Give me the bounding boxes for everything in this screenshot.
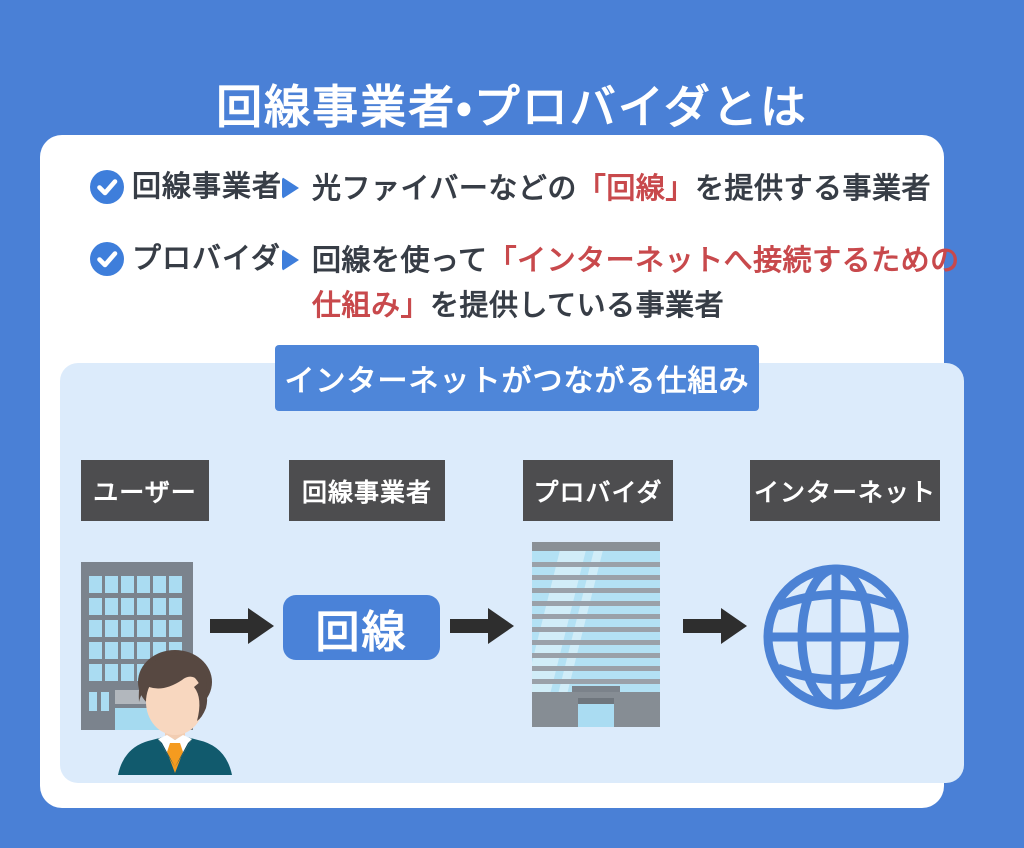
line-box-label: 回線	[315, 607, 408, 657]
line-box: 回線	[283, 595, 440, 660]
page-title: 回線事業者・プロバイダとは	[216, 80, 808, 133]
text-segment-red: 「回線」	[576, 173, 695, 205]
provider-building-icon	[532, 542, 660, 727]
triangle-right-icon	[282, 177, 299, 199]
content-card: 回線事業者 光ファイバーなどの「回線」を提供する事業者 プロバイダ 回線を使って…	[40, 135, 964, 808]
arrow-right-icon	[210, 606, 274, 646]
diagram-banner: インターネットがつながる仕組み	[275, 345, 759, 411]
bullet-text: 回線を使って「インターネットへ接続するための 仕組み」を提供している事業者	[312, 239, 960, 329]
check-circle-icon	[90, 242, 124, 276]
stage-label-internet: インターネット	[750, 460, 940, 521]
bullet-line-carrier: 回線事業者 光ファイバーなどの「回線」を提供する事業者	[90, 167, 931, 212]
business-person-icon	[112, 640, 237, 775]
check-circle-icon	[90, 170, 124, 204]
text-segment: を提供する事業者	[694, 173, 931, 205]
text-segment: 光ファイバーなどの	[312, 173, 577, 205]
text-segment-red: 「インターネットへ接続するための	[487, 245, 960, 277]
text-segment: を提供している事業者	[430, 290, 725, 322]
diagram-banner-label: インターネットがつながる仕組み	[284, 365, 750, 398]
user-building-icon	[81, 562, 193, 730]
bullet-label: 回線事業者	[132, 171, 283, 203]
stage-label-provider: プロバイダ	[523, 460, 673, 521]
globe-icon	[762, 563, 910, 711]
stage-label-user: ユーザー	[81, 460, 209, 521]
text-segment: 回線を使って	[312, 245, 488, 277]
text-segment-red: 仕組み」	[312, 290, 431, 322]
arrow-right-icon	[683, 606, 747, 646]
arrow-right-icon	[450, 606, 514, 646]
diagram-panel: インターネットがつながる仕組み ユーザー 回線事業者 プロバイダ インターネット	[60, 345, 964, 783]
bullet-label: プロバイダ	[132, 243, 281, 275]
stage-label-line-carrier: 回線事業者	[289, 460, 445, 521]
bullet-text: 光ファイバーなどの「回線」を提供する事業者	[312, 167, 931, 212]
triangle-right-icon	[282, 249, 299, 271]
bullet-provider: プロバイダ 回線を使って「インターネットへ接続するための 仕組み」を提供している…	[90, 239, 960, 329]
